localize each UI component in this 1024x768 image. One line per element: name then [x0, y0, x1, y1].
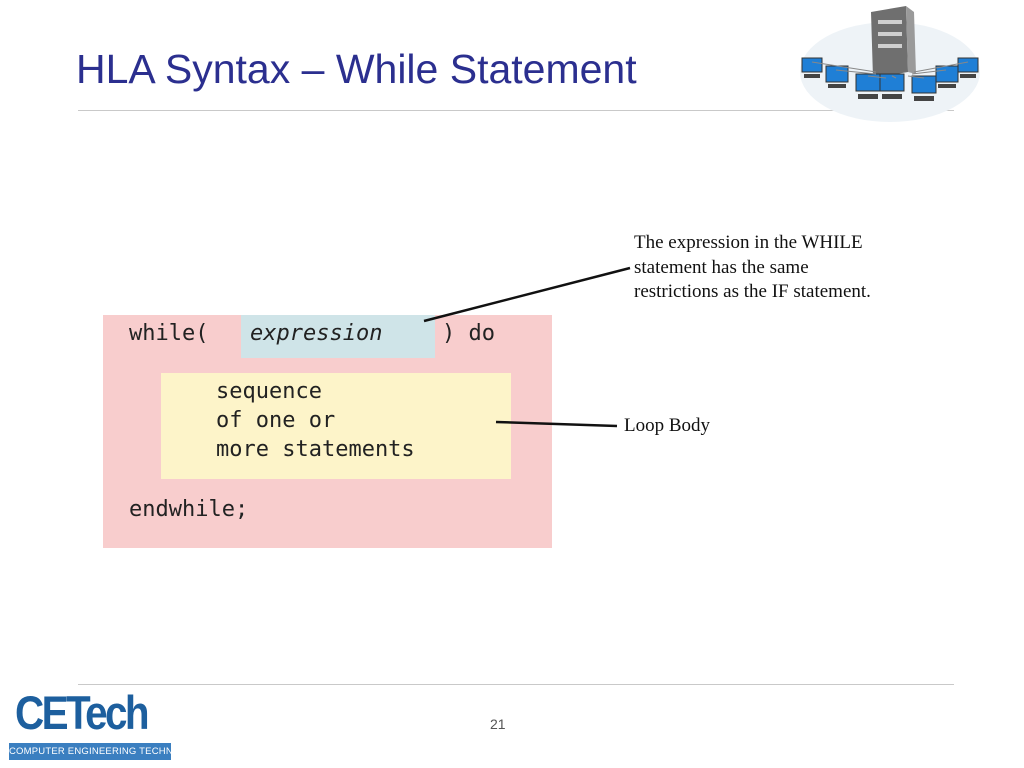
- expression-note-line-2: statement has the same: [634, 257, 809, 278]
- endwhile-keyword: endwhile;: [129, 497, 249, 522]
- computer-network-icon: [800, 6, 980, 122]
- expression-note-line-3: restrictions as the IF statement.: [634, 281, 871, 302]
- expression-note-line-1: The expression in the WHILE: [634, 232, 863, 253]
- slide-title: HLA Syntax – While Statement: [76, 46, 637, 92]
- body-line-3: more statements: [216, 437, 415, 462]
- page-number: 21: [490, 716, 506, 732]
- while-keyword: while(: [129, 321, 209, 346]
- loop-body-note: Loop Body: [624, 415, 711, 436]
- loop-body-block: [161, 373, 511, 479]
- cetech-logo-wordmark: CETech: [15, 686, 150, 739]
- body-line-1: sequence: [216, 379, 322, 404]
- footer-divider: [78, 684, 954, 685]
- body-line-2: of one or: [216, 408, 336, 433]
- expression-text: expression: [250, 321, 383, 346]
- cetech-logo-tagline: COMPUTER ENGINEERING TECHNOLOGY: [9, 743, 171, 760]
- do-keyword: ) do: [442, 321, 495, 346]
- expression-leader-line: [423, 266, 631, 323]
- expression-highlight: [241, 315, 435, 358]
- header-divider: [78, 110, 954, 111]
